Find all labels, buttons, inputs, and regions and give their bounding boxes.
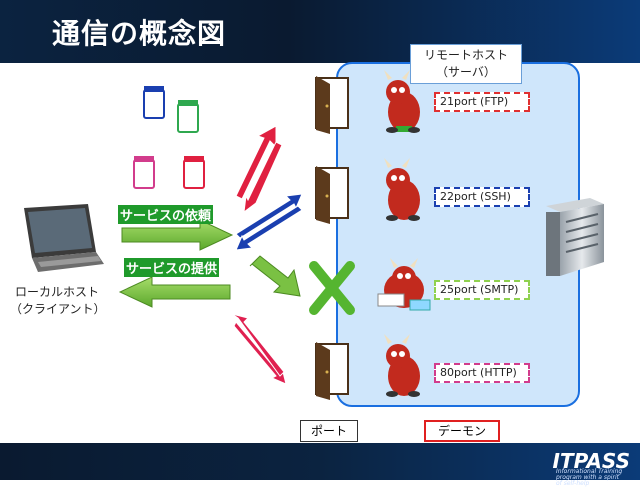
provide-arrow (118, 276, 231, 308)
daemon-icon-ftp (384, 70, 420, 133)
footer-bar (0, 443, 640, 480)
daemon-icon-smtp (377, 258, 431, 311)
port-label-smtp: 25port (SMTP) (434, 280, 530, 300)
request-label: サービスの依頼 (118, 205, 214, 224)
ssh-double-arrow (235, 193, 303, 251)
blocked-x-icon (309, 261, 355, 315)
legend-daemon: デーモン (424, 420, 500, 442)
green-sheet-icon (177, 100, 199, 133)
smtp-arrow (249, 255, 301, 297)
remote-host-box (336, 62, 580, 407)
slide-title: 通信の概念図 (52, 17, 227, 50)
daemon-icon-ssh (384, 158, 420, 221)
title-bar (0, 0, 640, 63)
server-tower-icon (546, 198, 604, 276)
red-sheet-icon (183, 156, 205, 189)
local-host-label: ローカルホスト （クライアント） (10, 284, 106, 318)
port-label-ftp: 21port (FTP) (434, 92, 530, 112)
request-arrow (121, 219, 234, 251)
provide-label: サービスの提供 (124, 258, 220, 277)
local-host-line2: （クライアント） (10, 302, 106, 316)
daemon-icon-http (384, 334, 420, 397)
port-label-http: 80port (HTTP) (434, 363, 530, 383)
door-icon-ssh (315, 166, 349, 224)
remote-host-line2: （サーバ） (436, 65, 496, 79)
laptop-icon (24, 204, 104, 272)
door-icon-ftp (315, 76, 349, 134)
http-double-arrow (231, 313, 287, 385)
remote-host-line1: リモートホスト (423, 48, 508, 62)
blue-sheet-icon (143, 86, 165, 119)
door-icon-http (315, 342, 349, 400)
itpass-tagline: Informational Training program with a sp… (556, 468, 623, 487)
pink-sheet-icon (133, 156, 155, 189)
ftp-double-arrow (235, 125, 283, 214)
local-host-line1: ローカルホスト (14, 285, 99, 299)
itpass-logo: ITPASS (552, 449, 630, 473)
legend-port: ポート (300, 420, 358, 442)
remote-host-label: リモートホスト （サーバ） (410, 44, 522, 84)
port-label-ssh: 22port (SSH) (434, 187, 530, 207)
